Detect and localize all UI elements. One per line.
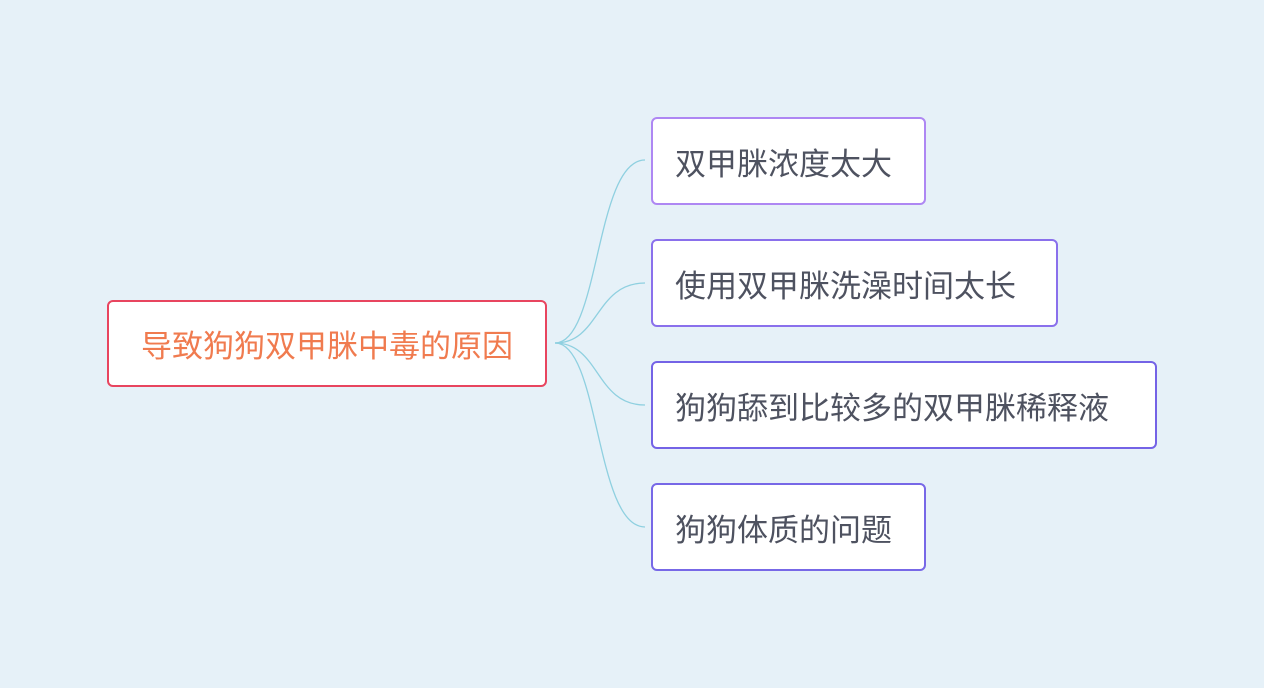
subtopic-label: 狗狗舔到比较多的双甲脒稀释液 bbox=[675, 390, 1109, 427]
subtopic-constitution[interactable]: 狗狗体质的问题 bbox=[651, 483, 926, 571]
connector-line bbox=[554, 159, 646, 344]
connector-line bbox=[554, 282, 646, 344]
connector-line bbox=[554, 342, 646, 406]
subtopic-label: 双甲脒浓度太大 bbox=[675, 146, 892, 183]
root-topic[interactable]: 导致狗狗双甲脒中毒的原因 bbox=[107, 300, 547, 387]
subtopic-licking-solution[interactable]: 狗狗舔到比较多的双甲脒稀释液 bbox=[651, 361, 1157, 449]
subtopic-label: 狗狗体质的问题 bbox=[675, 512, 892, 549]
subtopic-bath-duration[interactable]: 使用双甲脒洗澡时间太长 bbox=[651, 239, 1058, 327]
subtopic-label: 使用双甲脒洗澡时间太长 bbox=[675, 268, 1016, 305]
root-topic-label: 导致狗狗双甲脒中毒的原因 bbox=[141, 329, 513, 365]
subtopic-concentration[interactable]: 双甲脒浓度太大 bbox=[651, 117, 926, 205]
connector-line bbox=[554, 342, 646, 528]
